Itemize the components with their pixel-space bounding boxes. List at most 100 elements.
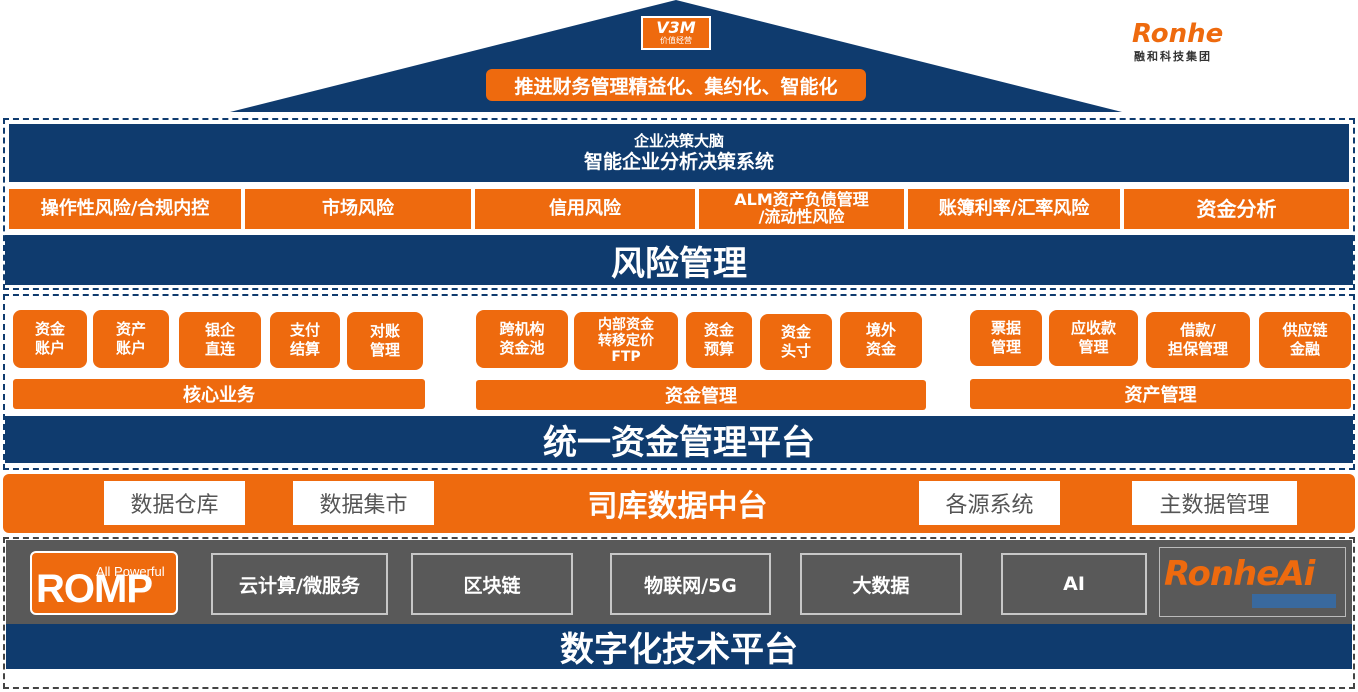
ronhe-ai-text: RonheAi [1164,554,1315,594]
module-line2: 预算 [703,340,734,358]
decision-line2: 智能企业分析决策系统 [583,151,774,173]
data-item-warehouse: 数据仓库 [104,481,245,525]
ronhe-logo-subtext: 融和科技集团 [1134,50,1212,63]
module-line1: 银企 [204,321,235,340]
tech-item-ai: AI [1001,553,1147,615]
data-item-label: 各源系统 [945,493,1034,518]
module-line1: 资金 [34,320,65,339]
tech-item-label: AI [1063,573,1085,595]
slogan-banner: 推进财务管理精益化、集约化、智能化 [486,69,866,101]
treasury-platform-title: 统一资金管理平台 [543,423,815,463]
ronhe-ai-logo: RonheAi [1159,547,1346,617]
decision-line1: 企业决策大脑 [633,132,724,150]
module-line2: 担保管理 [1167,340,1228,358]
ronhe-ai-underline [1252,594,1336,608]
group-fund-management: 资金管理 [476,380,926,410]
tech-platform-title: 数字化技术平台 [560,630,798,670]
module-line2: 直连 [204,340,235,358]
vbm-logo: V3M 价值经营 [641,16,711,50]
risk-item-market: 市场风险 [245,189,471,229]
risk-item-label: ALM资产负债管理 [734,190,869,210]
module-line2: 转移定价 [598,332,654,349]
module-fund-budget: 资金 预算 [686,312,752,368]
module-cross-pool: 跨机构 资金池 [476,310,568,368]
module-line2: 管理 [369,341,400,359]
risk-item-label: 资金分析 [1196,196,1277,221]
romp-logo: ROMP All Powerful [30,551,178,615]
module-line1: 应收款 [1070,319,1116,338]
module-line1: 供应链 [1282,321,1328,340]
risk-item-operational: 操作性风险/合规内控 [9,189,241,229]
data-middle-title-wrap: 司库数据中台 [440,481,915,525]
module-line2: 管理 [1078,338,1109,356]
tech-platform-title-bar: 数字化技术平台 [6,624,1352,670]
module-fund-position: 资金 头寸 [760,314,832,370]
module-receivables: 应收款 管理 [1049,310,1138,366]
risk-item-label: 操作性风险/合规内控 [40,197,210,219]
decision-brain-bar: 企业决策大脑 智能企业分析决策系统 [9,124,1349,182]
tech-item-label: 云计算/微服务 [239,574,360,597]
ronhe-logo: Ronhe 融和科技集团 [1132,20,1252,70]
module-line1: 资金 [780,323,811,342]
module-line1: 借款/ [1180,321,1216,340]
group-asset-management: 资产管理 [970,379,1351,409]
module-line2: 资金池 [499,339,545,357]
data-item-label: 数据集市 [319,493,408,518]
module-reconciliation: 对账 管理 [347,312,423,370]
data-item-mart: 数据集市 [293,481,434,525]
module-line1: 内部资金 [598,316,654,333]
vbm-logo-subtext: 价值经营 [660,36,692,45]
module-line1: 资产 [115,320,146,339]
module-fund-account: 资金 账户 [13,310,87,368]
module-line1: 资金 [703,321,734,340]
module-asset-account: 资产 账户 [93,310,169,368]
module-line2: 结算 [289,340,320,358]
tech-item-label: 区块链 [463,574,521,597]
risk-item-credit: 信用风险 [475,189,695,229]
tech-item-label: 大数据 [852,574,910,597]
risk-item-label: 信用风险 [549,197,621,219]
tech-item-cloud: 云计算/微服务 [211,553,388,615]
group-core-business: 核心业务 [13,379,425,409]
roof-triangle [230,0,1122,112]
slogan-text: 推进财务管理精益化、集约化、智能化 [514,75,838,98]
module-line3: FTP [611,349,641,366]
romp-tag-line1: All Powerful [96,564,165,579]
module-payment-settlement: 支付 结算 [270,312,340,368]
risk-section-border [3,118,1355,290]
data-item-master-data: 主数据管理 [1132,481,1297,525]
module-ftp: 内部资金 转移定价 FTP [574,312,678,370]
group-label: 资金管理 [665,386,737,407]
romp-letters: ROMP [36,567,153,611]
module-bill: 票据 管理 [970,310,1042,366]
module-overseas-fund: 境外 资金 [840,312,922,368]
data-item-label: 主数据管理 [1159,493,1270,518]
risk-item-alm: ALM资产负债管理 /流动性风险 [699,189,904,229]
tech-item-bigdata: 大数据 [800,553,962,615]
ronhe-logo-text: Ronhe [1132,19,1224,49]
module-line2: 账户 [34,339,65,357]
tech-item-label: 物联网/5G [644,574,737,597]
risk-item-label: 账簿利率/汇率风险 [938,197,1090,219]
module-loan-guarantee: 借款/ 担保管理 [1146,312,1250,368]
risk-management-title-bar: 风险管理 [5,235,1353,285]
module-line2: 管理 [990,338,1021,356]
module-line2: 账户 [115,339,146,357]
module-line1: 支付 [289,321,320,340]
module-line2: 头寸 [780,342,811,360]
risk-item-label-2: /流动性风险 [758,207,845,226]
risk-management-title: 风险管理 [611,243,747,284]
risk-item-rate: 账簿利率/汇率风险 [908,189,1120,229]
data-middle-title: 司库数据中台 [587,489,768,524]
module-line1: 跨机构 [499,320,545,339]
risk-item-analysis: 资金分析 [1124,189,1349,229]
module-line2: 金融 [1289,340,1320,358]
data-item-source-systems: 各源系统 [919,481,1060,525]
vbm-logo-text: V3M [656,18,696,37]
module-line2: 资金 [865,340,896,358]
group-label: 资产管理 [1124,385,1197,406]
tech-section-border [3,537,1355,689]
tech-item-blockchain: 区块链 [411,553,573,615]
module-bank-connect: 银企 直连 [179,312,261,368]
module-line1: 票据 [990,319,1021,338]
